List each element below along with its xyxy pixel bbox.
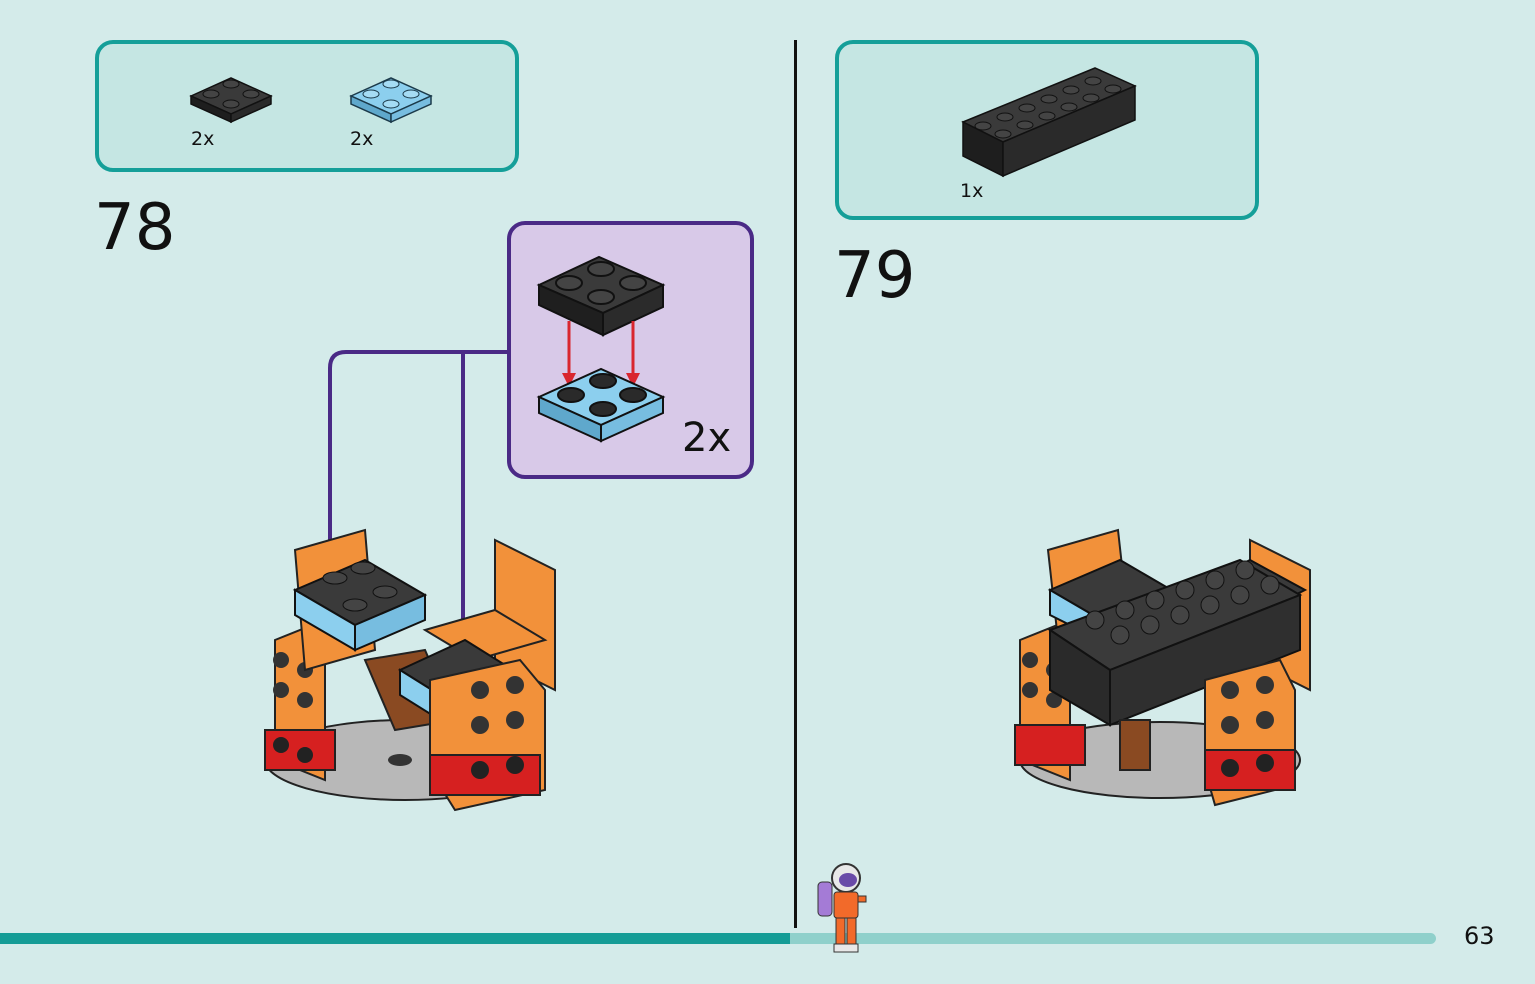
progress-bar-fill: [0, 933, 790, 944]
black-plate-2x2-icon: [189, 77, 273, 124]
step-79-parts-panel: 1x: [835, 40, 1259, 220]
step-number: 79: [834, 239, 916, 313]
black-brick-2x6-icon: [961, 67, 1137, 178]
sub-assembly-callout: 2x: [507, 221, 754, 479]
step-number: 78: [94, 191, 176, 265]
callout-quantity: 2x: [682, 415, 732, 461]
part-quantity: 1x: [960, 180, 984, 202]
page-divider: [794, 40, 797, 928]
step-79-model-illustration: [1014, 528, 1311, 807]
minifigure-astronaut-icon: [817, 863, 867, 953]
part-quantity: 2x: [350, 128, 374, 150]
sub-assembly-diagram: [536, 255, 666, 443]
page-number: 63: [1464, 922, 1495, 950]
step-78-parts-panel: 2x 2x: [95, 40, 519, 172]
blue-plate-2x2-icon: [349, 77, 433, 124]
progress-bar: [0, 933, 1436, 944]
step-78-model-illustration: [264, 528, 556, 812]
part-quantity: 2x: [191, 128, 215, 150]
